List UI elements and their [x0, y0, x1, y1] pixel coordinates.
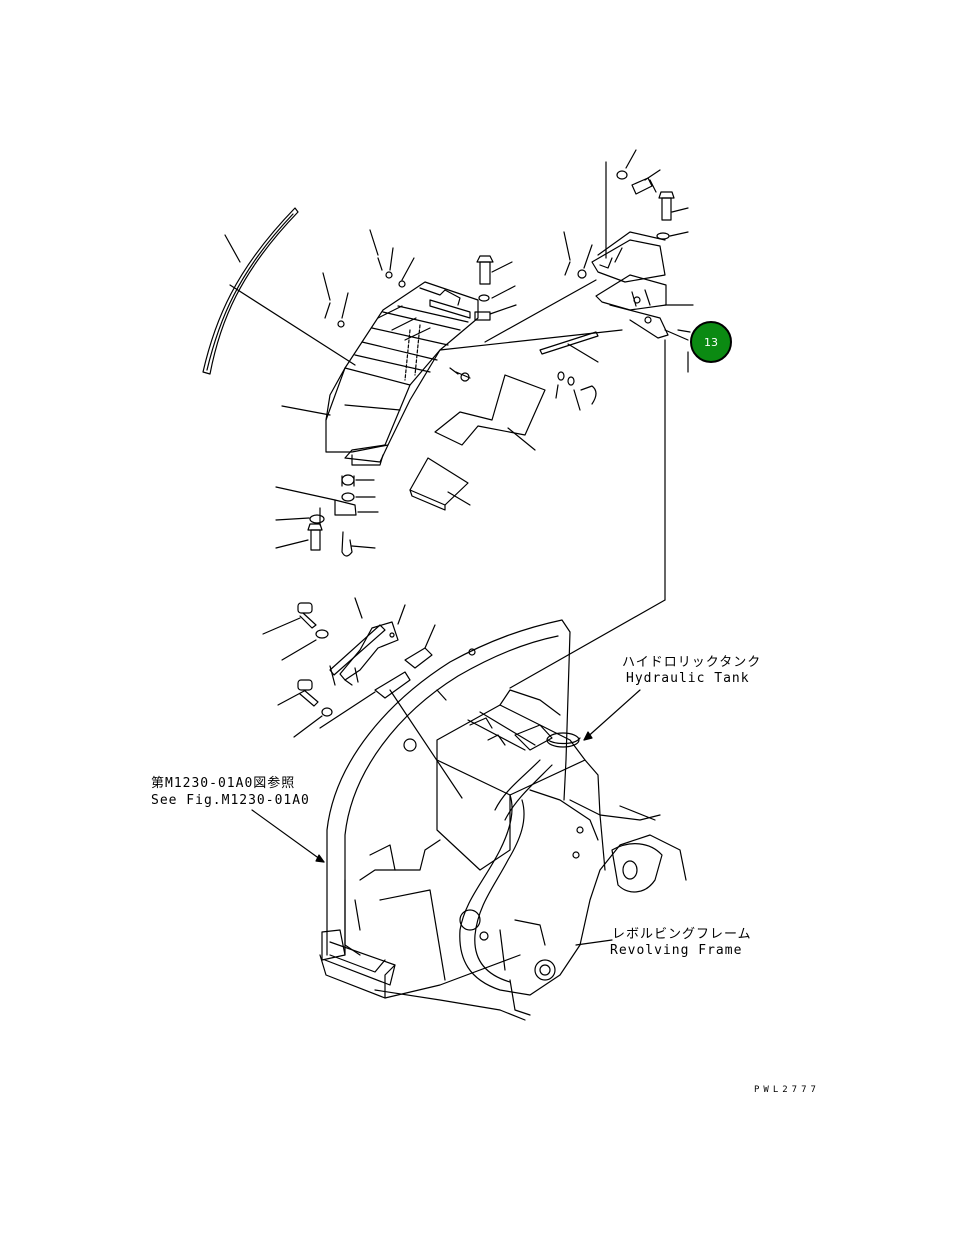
leader-line: [507, 427, 536, 451]
rod: [539, 331, 599, 355]
revolving-frame-label-en: Revolving Frame: [610, 943, 743, 958]
leader-line: [319, 691, 376, 729]
fender-cover: [325, 281, 479, 466]
drawing-code: PWL2777: [754, 1085, 820, 1095]
see-fig-label-jp: 第M1230-01A0図参照: [151, 776, 296, 791]
leader-line: [509, 599, 666, 689]
side-strip-parts: [262, 597, 436, 738]
hydraulic-tank-label-jp: ハイドロリックタンク: [622, 655, 762, 670]
leader-line: [389, 689, 463, 799]
leader-line: [484, 279, 597, 343]
leader-line: [281, 405, 331, 416]
clip-parts: [555, 371, 597, 411]
hydraulic-tank-label-en: Hydraulic Tank: [626, 671, 750, 686]
trim-strip: [202, 207, 299, 375]
plate-upper: [434, 374, 546, 446]
callout-13[interactable]: 13: [690, 321, 732, 363]
bracket-assembly: [563, 149, 694, 373]
leader-line: [229, 284, 356, 366]
label-arrows: [251, 689, 641, 946]
leader-line: [447, 491, 471, 506]
plate-lower: [409, 457, 469, 511]
see-fig-label-en: See Fig.M1230-01A0: [151, 793, 310, 808]
revolving-frame: [319, 619, 687, 1021]
cover-fasteners: [322, 229, 517, 382]
revolving-frame-label-jp: レボルビングフレーム: [612, 927, 752, 942]
leader-line: [224, 234, 241, 263]
cover-lower-fasteners: [275, 474, 379, 557]
leader-line: [567, 343, 599, 363]
